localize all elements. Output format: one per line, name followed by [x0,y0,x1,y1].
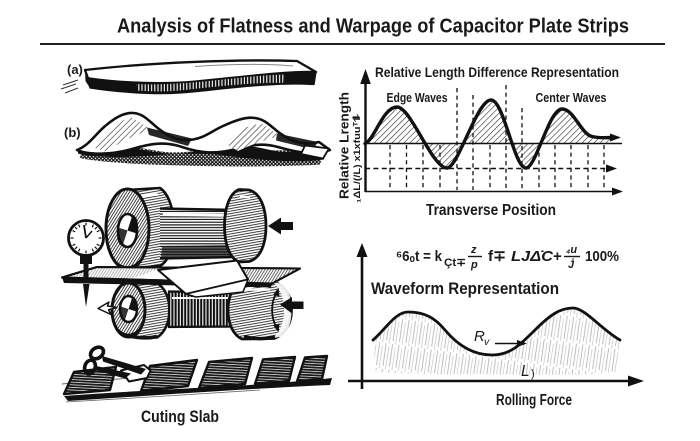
svg-text:⁶6ₒt = k: ⁶6ₒt = k [396,248,443,265]
svg-text:z: z [470,244,477,256]
svg-text:+: + [553,248,562,265]
svg-text:J̇: J̇ [568,258,575,271]
svg-text:v: v [484,336,490,348]
svg-text:f∓: f∓ [488,248,506,265]
svg-text:(a): (a) [67,62,83,77]
svg-text:Center Waves: Center Waves [536,91,607,105]
svg-text:Çt∓: Çt∓ [444,257,466,269]
svg-text:100%: 100% [585,248,619,265]
svg-text:R: R [474,328,485,345]
svg-text:₄u: ₄u [566,244,577,256]
svg-text:LJΔ̇C: LJΔ̇C [511,248,554,265]
svg-text:Cuting Slab: Cuting Slab [141,408,219,426]
svg-text:Relative Length Difference Rep: Relative Length Difference Representatio… [375,64,619,80]
svg-text:Analysis of Flatness and Warpa: Analysis of Flatness and Warpage of Capa… [117,16,629,38]
svg-text:Transverse Position: Transverse Position [426,202,556,219]
svg-text:Waveform Representation: Waveform Representation [371,280,559,298]
svg-text:Edge Waves: Edge Waves [387,91,448,105]
svg-text:L: L [521,363,530,380]
svg-text:): ) [531,368,535,380]
svg-text:Rolling Force: Rolling Force [496,392,572,409]
svg-text:p: p [470,259,478,271]
svg-text:(b): (b) [64,125,81,140]
svg-text:Relative Lrength: Relative Lrength [338,92,352,199]
svg-text:₁ΔL/(/L) x1xfuuᵀ⥮: ₁ΔL/(/L) x1xfuuᵀ⥮ [351,113,363,203]
